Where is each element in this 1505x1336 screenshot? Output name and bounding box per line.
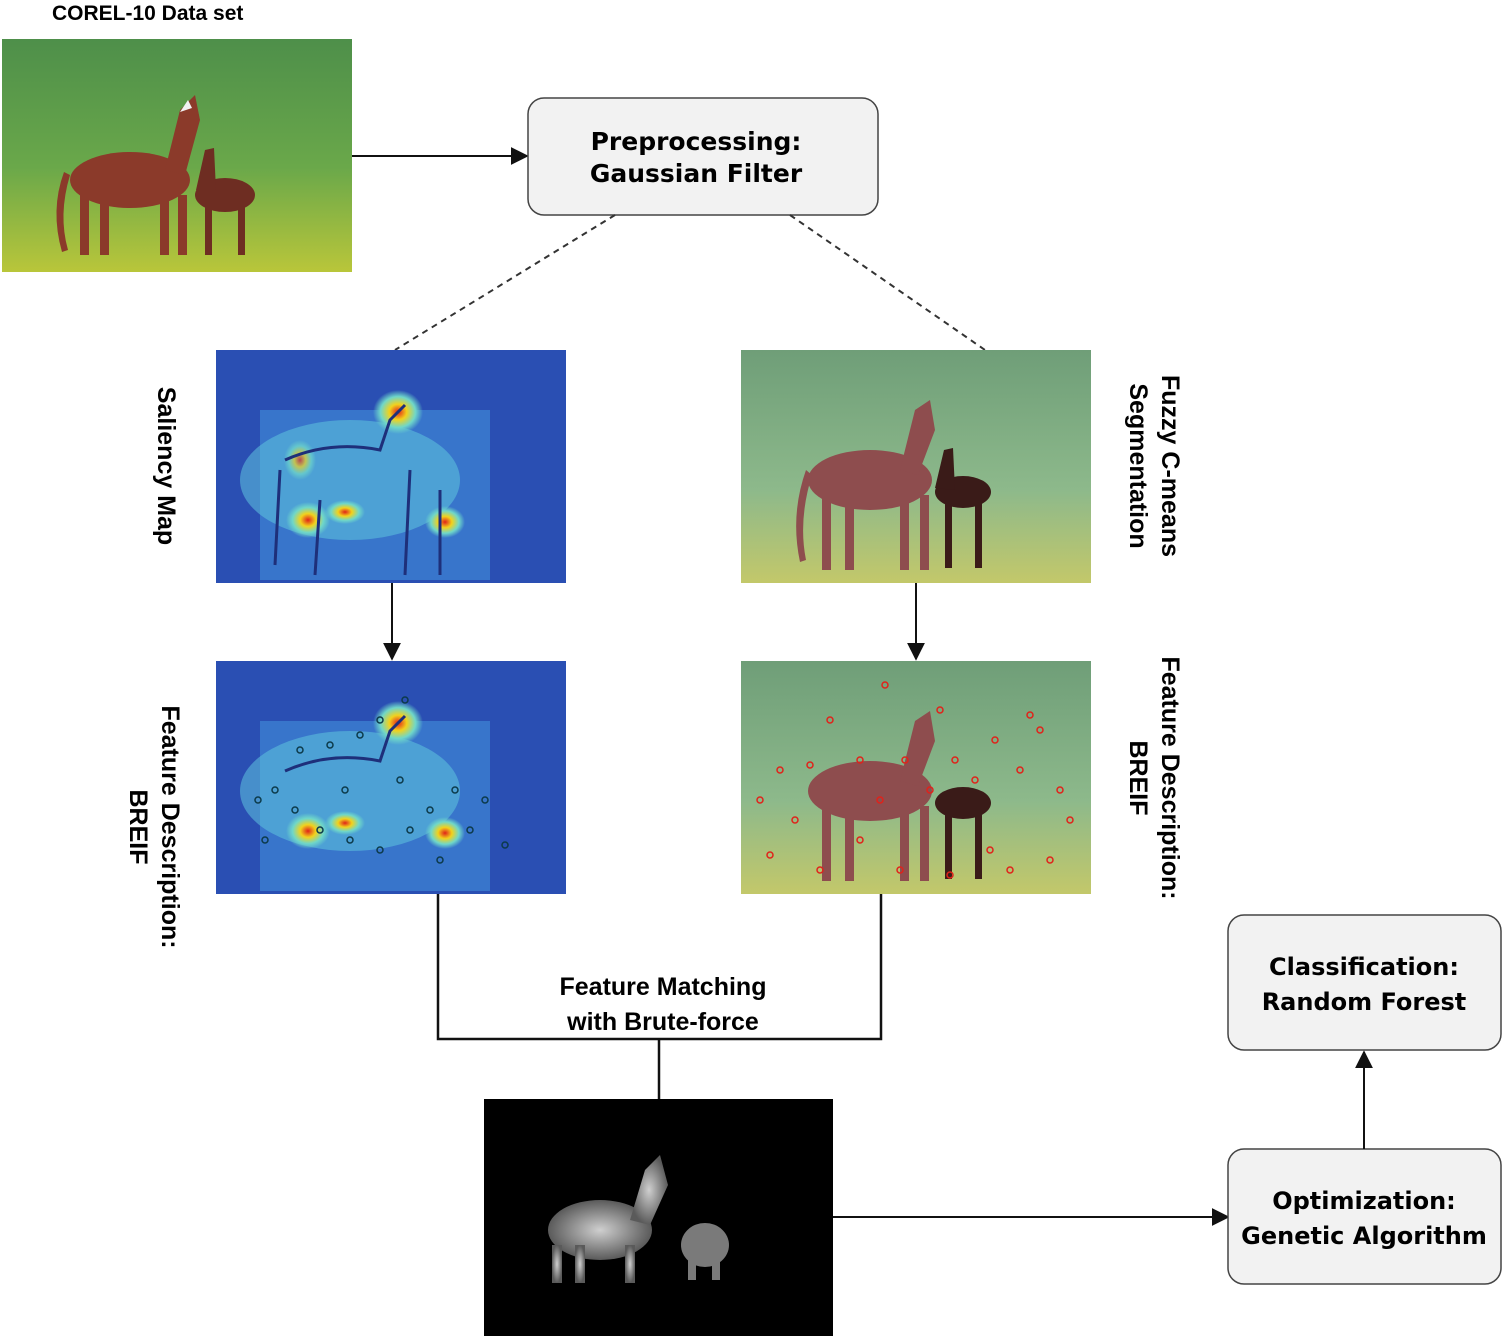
feature-left-line2: BREIF [124, 790, 152, 865]
fuzzy-label-line2: Segmentation [1124, 383, 1152, 548]
feature-left-line1: Feature Description: [156, 705, 184, 948]
preprocessing-box: Preprocessing: Gaussian Filter [527, 97, 879, 216]
segmentation-features-image [741, 661, 1091, 894]
classification-line2: Random Forest [1262, 988, 1467, 1016]
preprocessing-line1: Preprocessing: [591, 127, 802, 156]
matched-result-image [484, 1099, 833, 1336]
dataset-title: COREL-10 Data set [52, 2, 243, 25]
saliency-label: Saliency Map [152, 387, 180, 545]
saliency-features-image [216, 661, 566, 894]
classification-line1: Classification: [1269, 953, 1459, 981]
optimization-line1: Optimization: [1272, 1187, 1456, 1215]
optimization-box: Optimization: Genetic Algorithm [1227, 1148, 1502, 1285]
feature-right-line1: Feature Description: [1156, 656, 1184, 899]
optimization-line2: Genetic Algorithm [1241, 1222, 1487, 1250]
saliency-map-image [216, 350, 566, 583]
matching-label-line2: with Brute-force [566, 1008, 759, 1036]
preprocessing-line2: Gaussian Filter [590, 159, 803, 188]
dataset-image [2, 39, 352, 272]
classification-box: Classification: Random Forest [1227, 914, 1502, 1051]
fuzzy-segmentation-image [741, 350, 1091, 583]
fuzzy-label-line1: Fuzzy C-means [1156, 375, 1184, 557]
matching-label-line1: Feature Matching [560, 973, 767, 1001]
feature-right-line2: BREIF [1124, 741, 1152, 816]
